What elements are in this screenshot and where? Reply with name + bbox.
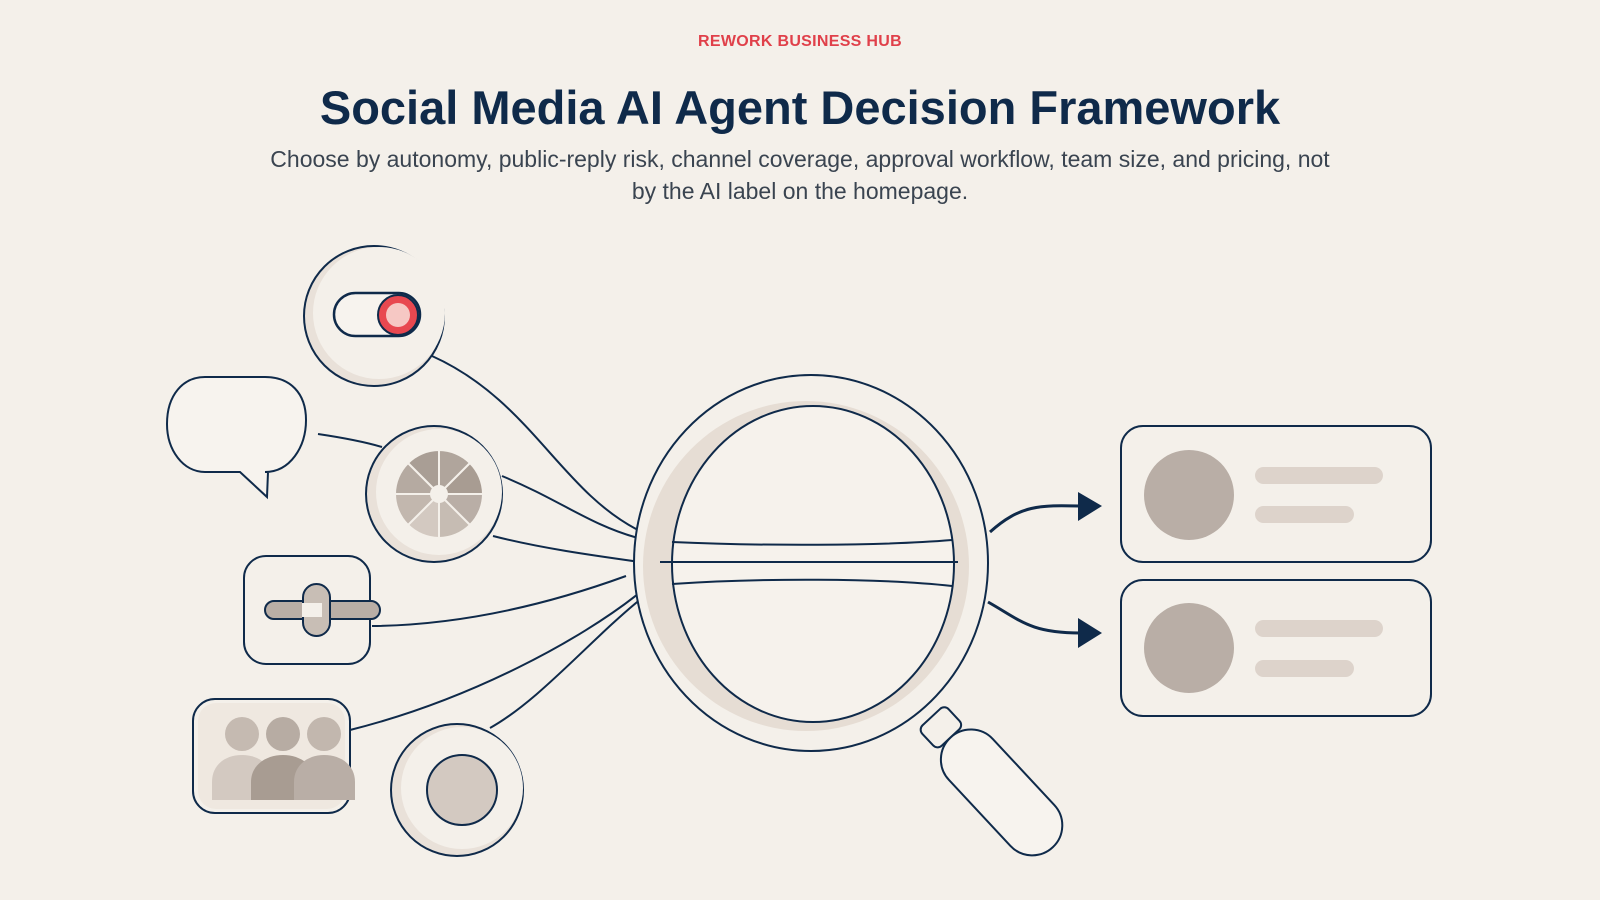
sliders-icon xyxy=(243,555,381,665)
card-avatar xyxy=(1144,450,1234,540)
connector-line xyxy=(431,355,639,531)
page-subtitle: Choose by autonomy, public-reply risk, c… xyxy=(270,146,1330,204)
eyebrow-label: REWORK BUSINESS HUB xyxy=(698,33,902,50)
arrow-bottom xyxy=(987,600,1081,635)
toggle-switch-icon xyxy=(303,245,445,387)
connector-line xyxy=(371,575,627,627)
connector-line xyxy=(349,593,639,731)
page-title: Social Media AI Agent Decision Framework xyxy=(319,81,1281,134)
speech-bubble-icon xyxy=(165,376,308,500)
circle-dial-icon xyxy=(390,723,524,857)
output-arrows xyxy=(987,492,1102,648)
connector-line xyxy=(492,535,641,563)
connector-lines xyxy=(317,355,643,731)
magnifying-glass-icon xyxy=(633,374,1064,857)
card-avatar xyxy=(1144,603,1234,693)
pie-segments xyxy=(393,448,485,540)
team-icon xyxy=(192,698,355,814)
output-card xyxy=(1120,425,1432,563)
pie-chart-icon xyxy=(365,425,503,563)
output-card xyxy=(1120,579,1432,717)
connector-line xyxy=(501,475,639,539)
connector-line xyxy=(489,597,643,729)
connector-line xyxy=(317,433,383,448)
arrow-top xyxy=(988,504,1081,534)
